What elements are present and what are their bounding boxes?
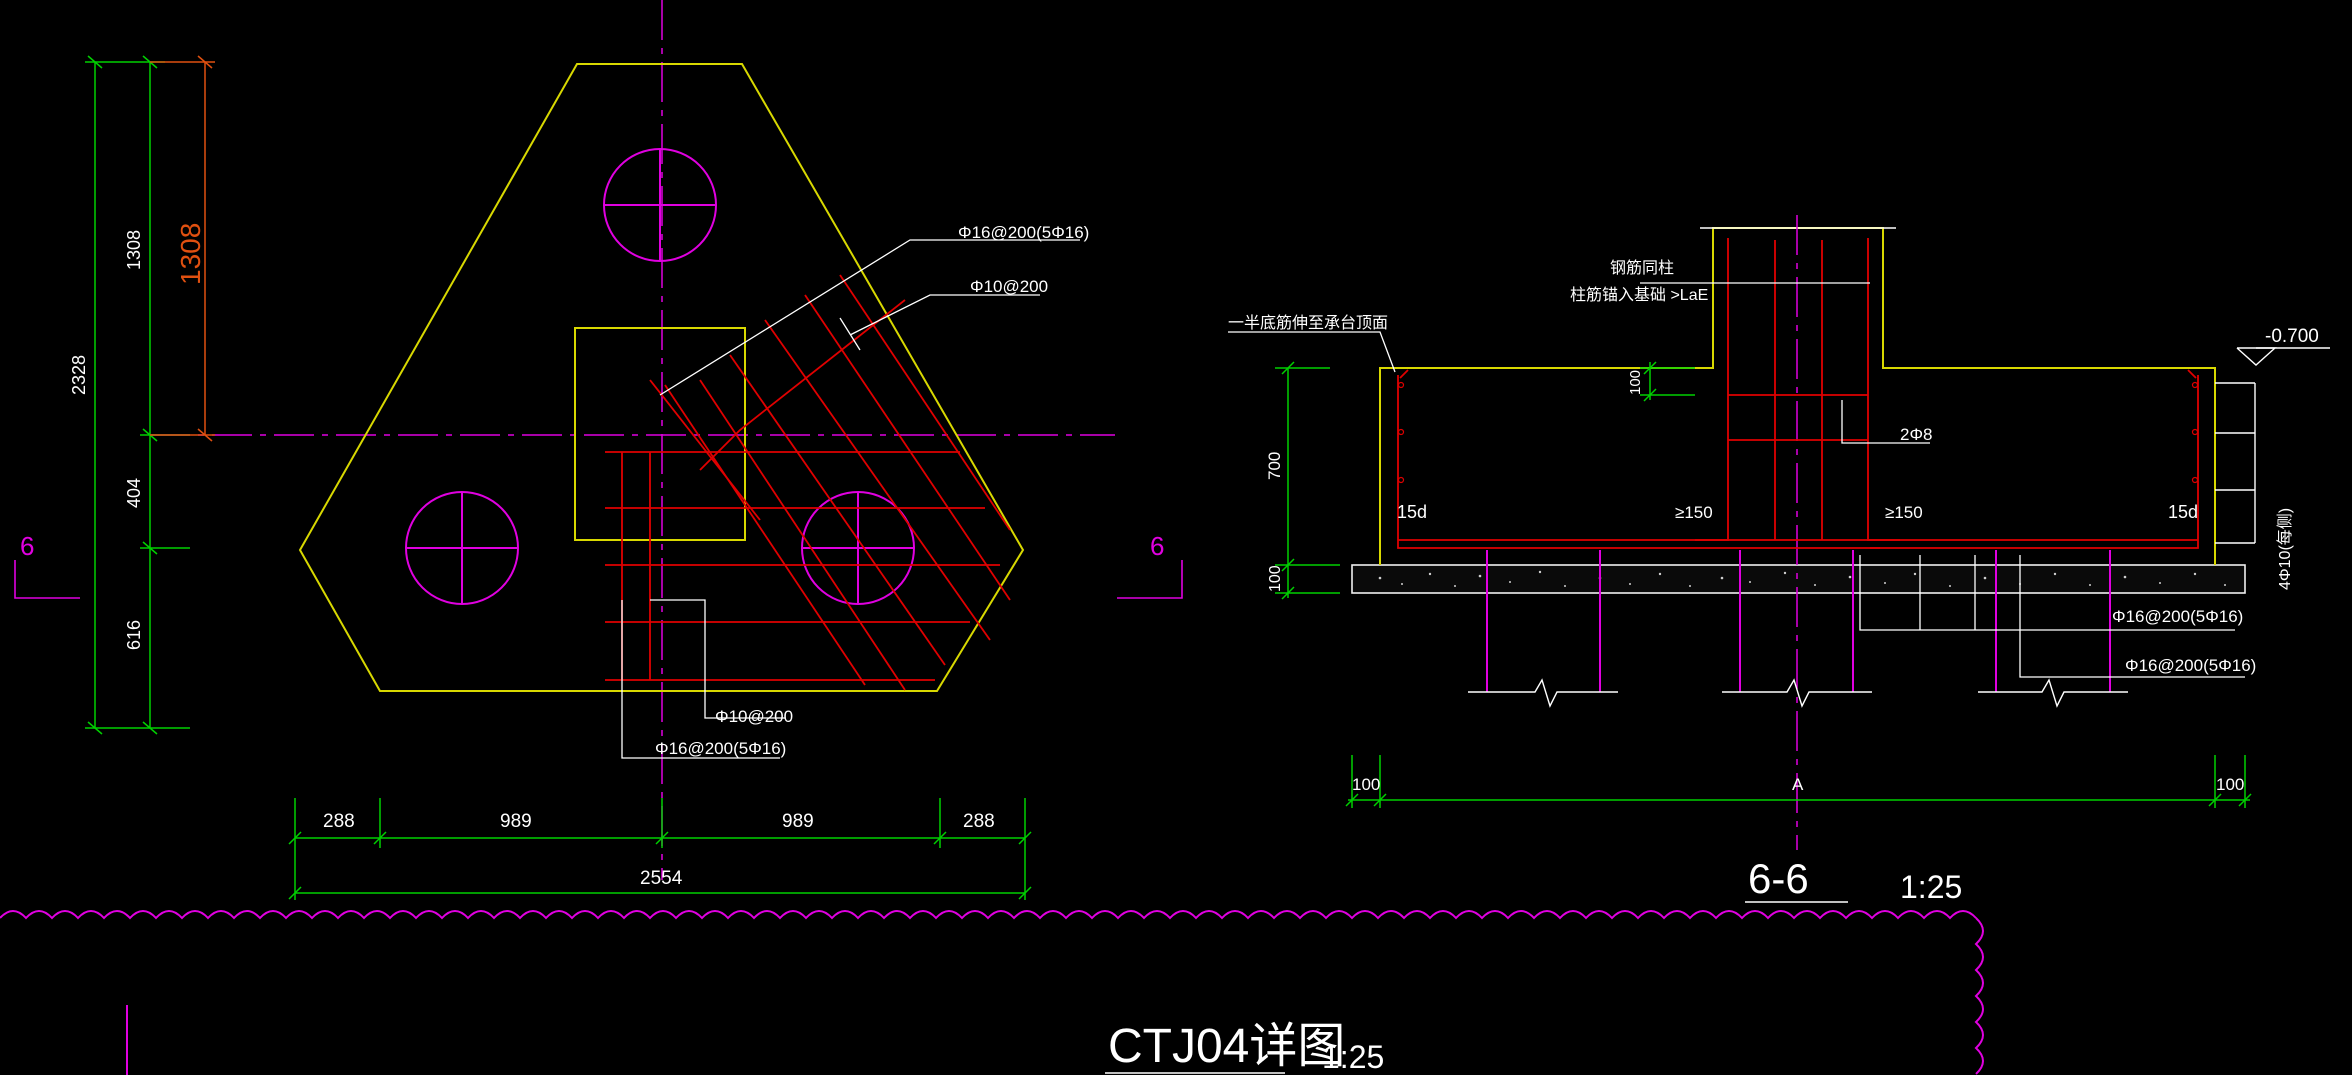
- plan-dims-bottom: [288, 798, 1032, 900]
- dim-section-left-100: 100: [1352, 775, 1380, 794]
- section-rebar-dots: [1397, 381, 2199, 484]
- dim-bottom-edge-right: 288: [963, 811, 995, 832]
- note-column-rebar: 钢筋同柱: [1610, 259, 1674, 277]
- plan-view: Φ16@200(5Φ16) Φ10@200 Φ10@200 Φ16@200(5Φ…: [14, 0, 1183, 900]
- anchor-right-label: ≥150: [1885, 503, 1923, 522]
- section-dims-left: [1275, 361, 1695, 600]
- dim-bottom-total: 2554: [640, 868, 683, 889]
- section-piles: [1486, 550, 2111, 692]
- dim-section-right-100: 100: [2216, 775, 2244, 794]
- section-mark-left-label: 6: [20, 531, 34, 561]
- note-column-anchor: 柱筋锚入基础 >LaE: [1570, 286, 1708, 304]
- side-bar-ladder: [2215, 382, 2256, 544]
- dim-overall-height: 2328: [69, 355, 89, 395]
- pile-top: [603, 148, 717, 262]
- drawing-title: CTJ04详图: [1108, 1020, 1345, 1073]
- plan-label-bottom-dist: Φ10@200: [715, 707, 793, 726]
- section-view: -0.700 钢筋同柱 柱筋锚入基础 >LaE 一半底筋伸至承台顶面 2Φ8 1…: [1228, 215, 2330, 905]
- dim-middle: 404: [124, 478, 144, 508]
- piles: [405, 148, 915, 605]
- pile-left: [405, 491, 519, 605]
- plan-label-top-dist: Φ10@200: [970, 277, 1048, 296]
- section-bottom-bar-1: Φ16@200(5Φ16): [2112, 607, 2243, 626]
- hook-right-label: 15d: [2168, 502, 2198, 522]
- section-marker-right: [1117, 560, 1183, 599]
- plan-label-bottom-main: Φ16@200(5Φ16): [655, 739, 786, 758]
- revision-cloud: [0, 910, 1984, 1075]
- section-title: 6-6: [1748, 855, 1809, 902]
- pile-cap-outline: [298, 63, 1025, 692]
- side-bars-label: 4Φ10(每侧): [2276, 508, 2294, 590]
- dim-cushion-height: 100: [1267, 565, 1284, 592]
- dim-upper-highlight: 1308: [175, 223, 206, 285]
- rebar-diagonal: [649, 274, 1011, 691]
- plan-center-lines: [150, 0, 1115, 880]
- cushion-layer: [1351, 564, 2246, 594]
- dim-lower: 616: [124, 620, 144, 650]
- pile-right: [801, 491, 915, 605]
- plan-dim-highlight: [150, 55, 215, 442]
- dim-bottom-edge-left: 288: [323, 811, 355, 832]
- section-mark-right-label: 6: [1150, 531, 1164, 561]
- dim-bottom-mid-left: 989: [500, 811, 532, 832]
- plan-leaders: [621, 239, 1080, 759]
- plan-dims-left: [85, 55, 190, 735]
- section-marker-left: [14, 560, 80, 599]
- dim-column-step: 100: [1627, 370, 1644, 395]
- section-dims-bottom: [1345, 755, 2252, 808]
- drawing-scale: 1:25: [1322, 1039, 1384, 1075]
- note-half-bottom-bars: 一半底筋伸至承台顶面: [1228, 314, 1388, 332]
- dim-upper: 1308: [124, 230, 144, 270]
- section-scale: 1:25: [1900, 869, 1962, 905]
- dim-bottom-mid-right: 989: [782, 811, 814, 832]
- column-outline: [574, 327, 746, 541]
- dim-cap-height: 700: [1265, 452, 1284, 480]
- pile-break-lines: [1468, 678, 2128, 708]
- section-bottom-bar-2: Φ16@200(5Φ16): [2125, 656, 2256, 675]
- plan-label-top-main: Φ16@200(5Φ16): [958, 223, 1089, 242]
- elevation-label: -0.700: [2265, 326, 2319, 347]
- dim-section-a: A: [1792, 775, 1804, 794]
- hook-left-label: 15d: [1397, 502, 1427, 522]
- elevation-marker: [2236, 347, 2330, 366]
- anchor-left-label: ≥150: [1675, 503, 1713, 522]
- section-leaders: [1228, 282, 2245, 678]
- stirrup-label: 2Φ8: [1900, 425, 1932, 444]
